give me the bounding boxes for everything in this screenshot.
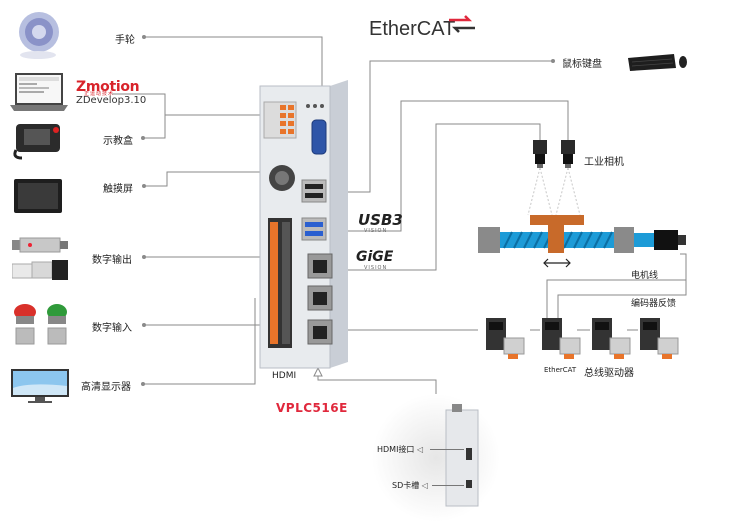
camera-icon xyxy=(558,140,580,174)
handwheel-label: 手轮 xyxy=(115,35,135,46)
hdmi-port-label: HDMI接口 ◁ xyxy=(377,445,424,454)
digital-output-label: 数字输出 xyxy=(92,255,132,266)
ethercat-logo-text: EtherCAT xyxy=(369,18,456,40)
model-name: VPLC516E xyxy=(276,401,348,415)
pneumatic-cylinder-icon xyxy=(10,234,70,260)
usb3-vision-sub: VISION xyxy=(364,228,388,234)
hdmi-port-leader xyxy=(430,449,464,450)
motor-cable-label: 电机线 xyxy=(631,271,659,281)
ethercat-small-logo: EtherCAT xyxy=(544,366,576,374)
servo-drive-icon xyxy=(482,318,530,364)
push-button-icon xyxy=(10,302,72,352)
industrial-camera-label: 工业相机 xyxy=(584,157,624,168)
hdmi-label: HDMI xyxy=(272,371,297,381)
mouse-keyboard-label: 鼠标键盘 xyxy=(562,59,602,70)
encoder-feedback-label: 编码器反馈 xyxy=(631,299,677,309)
ethercat-small-logo-text: EtherCAT xyxy=(544,366,577,374)
zmotion-tagline: 正运动技术 xyxy=(84,91,115,97)
sd-slot-label: SD卡槽 ◁ xyxy=(392,481,428,490)
hd-display-label: 高清显示器 xyxy=(81,382,131,393)
handwheel-icon xyxy=(15,10,61,64)
servo-drive-icon xyxy=(588,318,636,364)
teach-pendant-label: 示教盒 xyxy=(103,136,133,147)
linear-axis xyxy=(478,215,688,275)
ethercat-logo: EtherCAT xyxy=(369,18,455,41)
camera-icon xyxy=(530,140,552,174)
usb3-vision-logo: USB3 xyxy=(358,211,403,229)
sd-slot-leader xyxy=(432,485,464,486)
controller-side-detail xyxy=(370,388,502,528)
gige-vision-logo: GiGE xyxy=(356,249,394,265)
bus-driver-label: 总线驱动器 xyxy=(584,368,634,379)
hdmi-port-label-text: HDMI接口 xyxy=(377,445,415,454)
servo-drive-icon xyxy=(636,318,684,364)
vplc516e-controller xyxy=(258,80,348,374)
keyboard-icon xyxy=(628,50,688,76)
touchscreen-label: 触摸屏 xyxy=(103,184,133,195)
zdevelop-version: ZDevelop3.10 xyxy=(76,95,147,106)
monitor-icon xyxy=(10,368,70,408)
solenoid-valve-icon xyxy=(11,258,70,286)
zmotion-logo: Zmotion xyxy=(76,79,140,95)
laptop-icon xyxy=(10,72,68,116)
ethercat-arrows-icon xyxy=(449,15,475,37)
digital-input-label: 数字输入 xyxy=(92,323,132,334)
servo-drive-icon xyxy=(538,318,586,364)
sd-slot-label-text: SD卡槽 xyxy=(392,481,420,490)
gige-vision-sub: VISION xyxy=(364,265,388,271)
teach-pendant-icon xyxy=(12,120,66,164)
touchscreen-icon xyxy=(13,178,63,220)
